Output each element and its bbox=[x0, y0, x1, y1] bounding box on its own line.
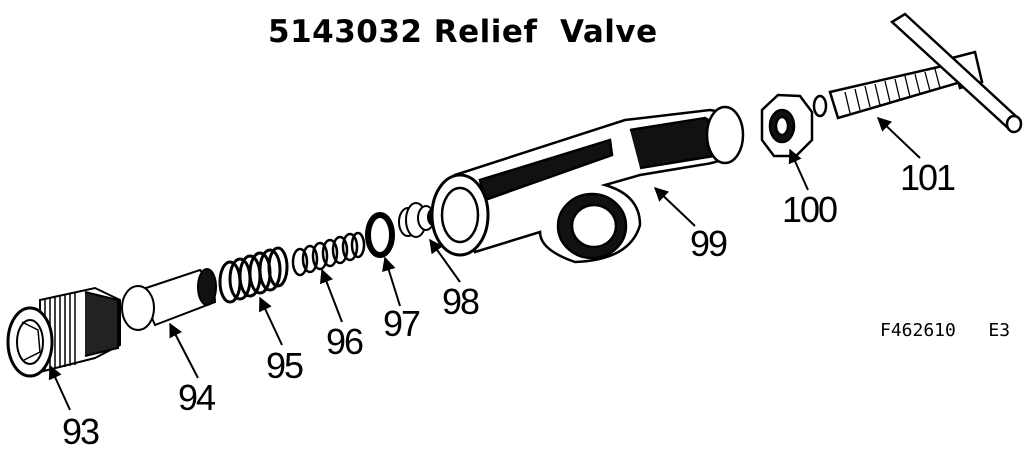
callout-95: 95 bbox=[266, 345, 304, 386]
figure-code-main: F462610 bbox=[880, 320, 956, 341]
callout-leaders bbox=[48, 117, 921, 411]
part-101-adjusting-screw bbox=[812, 12, 1023, 134]
leader-98 bbox=[429, 238, 461, 283]
part-96-spring bbox=[291, 231, 366, 277]
leader-94 bbox=[169, 322, 199, 379]
leader-99 bbox=[653, 187, 696, 227]
figure-code: F462610 E3 bbox=[880, 320, 1010, 341]
callout-93: 93 bbox=[62, 411, 100, 452]
part-94-piston bbox=[121, 268, 217, 331]
callout-100: 100 bbox=[782, 189, 838, 230]
callout-98: 98 bbox=[442, 281, 480, 322]
leader-93 bbox=[48, 364, 71, 411]
part-97-washer bbox=[365, 212, 395, 258]
leader-97 bbox=[382, 256, 401, 307]
leader-100 bbox=[788, 148, 809, 191]
callout-101: 101 bbox=[900, 157, 956, 198]
callout-94: 94 bbox=[178, 377, 216, 418]
leader-95 bbox=[259, 296, 283, 346]
callout-97: 97 bbox=[383, 303, 421, 344]
callout-99: 99 bbox=[690, 223, 728, 264]
callout-96: 96 bbox=[326, 321, 364, 362]
part-95-spring bbox=[218, 246, 289, 304]
part-93-fitting bbox=[6, 286, 121, 378]
leader-101 bbox=[876, 117, 921, 159]
diagram-title: 5143032 Relief Valve bbox=[268, 14, 658, 50]
leader-96 bbox=[319, 268, 343, 323]
part-100-nut bbox=[760, 93, 814, 158]
figure-code-suffix: E3 bbox=[988, 320, 1011, 341]
part-99-body bbox=[430, 105, 745, 264]
